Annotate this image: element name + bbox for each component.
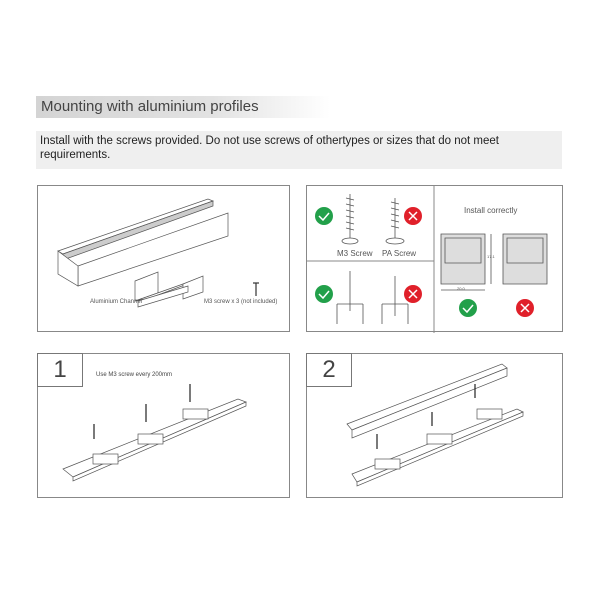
- check-circle-icon: [315, 285, 333, 303]
- channel-illustration: [57, 198, 259, 308]
- screw-label: M3 screw x 3 (not included): [204, 299, 278, 305]
- step-number: 2: [306, 353, 352, 387]
- step-1-text: Use M3 screw every 200mm: [96, 372, 173, 378]
- dim-height: 17.1: [487, 254, 495, 259]
- check-circle-icon: [459, 299, 477, 317]
- step-1-illustration: [62, 384, 247, 482]
- section-title: Mounting with aluminium profiles: [36, 96, 330, 118]
- x-circle-icon: [404, 285, 422, 303]
- arrow-down-icon: [376, 384, 476, 449]
- screw-illustrations: [307, 186, 548, 333]
- step-1-panel: 1 Use M3 screw every 200mm: [37, 353, 290, 498]
- m3-screw-label: M3 Screw: [337, 249, 373, 258]
- step-2-illustration: [346, 363, 524, 487]
- parts-panel: Aluminium Channel M3 screw x 3 (not incl…: [37, 185, 290, 332]
- check-circle-icon: [315, 207, 333, 225]
- step-number: 1: [37, 353, 83, 387]
- x-circle-icon: [404, 207, 422, 225]
- step-2-panel: 2: [306, 353, 563, 498]
- screw-icon: [253, 282, 259, 296]
- pa-screw-label: PA Screw: [382, 249, 417, 258]
- x-circle-icon: [516, 299, 534, 317]
- install-title: Install correctly: [464, 206, 518, 215]
- instruction-note: Install with the screws provided. Do not…: [36, 131, 562, 169]
- screw-panel: M3 Screw PA Screw Install correctly 20.0…: [306, 185, 563, 333]
- arrow-down-icon: [93, 384, 191, 439]
- channel-label: Aluminium Channel: [90, 299, 143, 305]
- dim-width: 20.0: [457, 286, 465, 291]
